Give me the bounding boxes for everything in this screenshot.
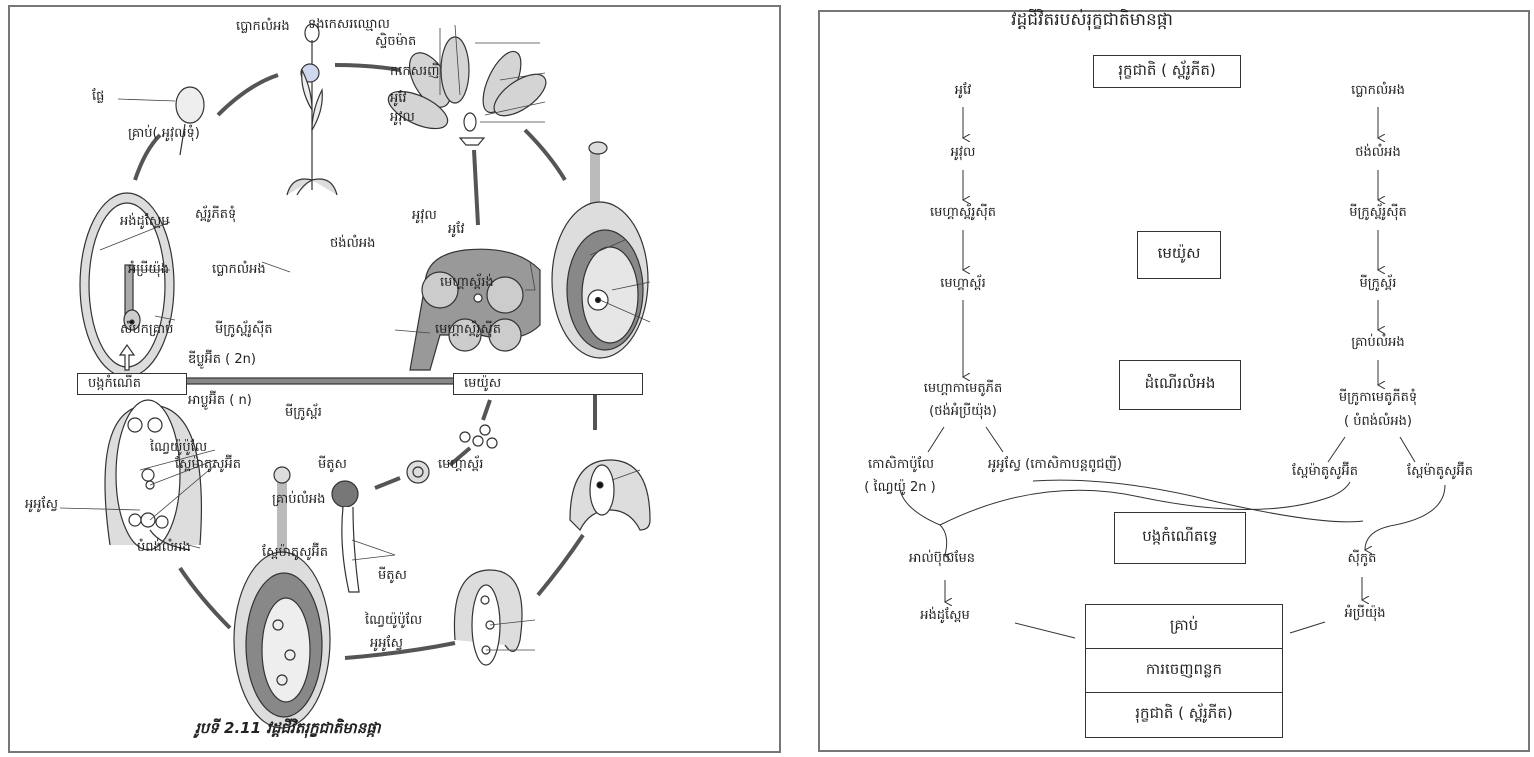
label-mitosis-b: មីតូស bbox=[378, 568, 407, 583]
female-step: មេហ្គាស្ព័រ bbox=[940, 276, 986, 291]
label-ovule: អូវុល bbox=[390, 110, 415, 125]
label-polar-cell: កោសិកាប៉ូលែ bbox=[867, 457, 935, 472]
megaspore-illustration bbox=[569, 459, 651, 532]
male-step: ថង់លំអង bbox=[1355, 145, 1401, 160]
label-stigma: ស្ទិចម៉ាត bbox=[375, 34, 417, 49]
label-embryo-right: អំប្រីយ៉ុង bbox=[1344, 606, 1386, 621]
embryo-sac-illustration bbox=[453, 569, 523, 666]
label-ovary-mid: អូវែ bbox=[448, 222, 465, 237]
label-sperm-a: ស្ពែម៉ាតូសូអ៊ីត bbox=[262, 545, 329, 560]
female-step: អូវែ bbox=[954, 83, 972, 98]
label-sperm-2: ស្ពែម៉ាតូសូអ៊ីត bbox=[1406, 464, 1474, 479]
label-anther: ប្លោកលំអង bbox=[236, 19, 290, 34]
cycle-arrows bbox=[118, 63, 597, 660]
label-polar-nuclei-a: ណ្វៃយ៉ូប៉ូលែ bbox=[150, 440, 208, 455]
label-embryo: អំប្រីយ៉ុង bbox=[128, 262, 170, 277]
microspores-illustration bbox=[331, 424, 498, 593]
male-step: មីក្រូស្ព័រ bbox=[1359, 276, 1397, 291]
label-microspore: មីក្រូស្ព័រ bbox=[285, 405, 322, 420]
male-step: មីក្រូកាមេតូភីតទុំ bbox=[1338, 390, 1418, 405]
female-step: មេហ្គាស្ព័រូស៊ីត bbox=[929, 205, 997, 220]
plant-illustration bbox=[286, 23, 338, 196]
result-stack: គ្រាប់ ការចេញពន្លក រុក្ខជាតិ ( ស្ព័រូភីត… bbox=[1085, 604, 1283, 738]
label-pollen-sac: ថង់លំអង bbox=[330, 236, 376, 251]
label-pollen-grain: គ្រាប់លំអង bbox=[272, 492, 326, 507]
generation-bar bbox=[184, 377, 456, 385]
label-haploid: អាប្លូអ៊ីត ( n) bbox=[188, 393, 252, 408]
label-polar-cell-note: ( ណ្វៃយ៉ូ 2n ) bbox=[864, 480, 936, 495]
result-sporophyte: រុក្ខជាតិ ( ស្ព័រូភីត) bbox=[1135, 704, 1233, 722]
male-step: ប្លោកលំអង bbox=[1351, 83, 1405, 98]
label-egg-b: អូអូស្វែ bbox=[370, 636, 404, 651]
male-step: មីក្រូស្ព័រូស៊ីត bbox=[1349, 205, 1407, 220]
label-sperm-1: ស្ពែម៉ាតូសូអ៊ីត bbox=[1291, 464, 1359, 479]
pollination-box: ដំណើរលំអង bbox=[1119, 360, 1241, 410]
female-step: អូវុល bbox=[950, 145, 976, 160]
male-step: គ្រាប់លំអង bbox=[1351, 335, 1405, 350]
meiosis-box: មេយ៉ូស bbox=[453, 373, 643, 395]
label-megaspore: មេហ្គាស្ព័រ bbox=[438, 457, 484, 472]
label-ovule-mid: អូវុល bbox=[412, 208, 437, 223]
figure-caption: រូបទី 2.11 វដ្តជីវិតរុក្ខជាតិមានផ្កា bbox=[195, 719, 381, 737]
fertilized-ovule-illustration bbox=[233, 466, 331, 729]
label-mature-sporophyte: ស្ព័រូភីតទុំ bbox=[195, 207, 237, 222]
flowchart-arrows bbox=[899, 107, 1446, 639]
label-sperm-b: ស្ពែម៉ាតូសូអ៊ីត bbox=[175, 457, 242, 472]
ovule-illustration bbox=[551, 141, 649, 359]
label-egg-a: អូអូស្វែ bbox=[25, 497, 59, 512]
double-fertilization-box: បង្កកំណើតទ្វេ bbox=[1114, 512, 1246, 564]
label-microsporocyte: មីក្រូស្ព័រូស៊ីត bbox=[215, 322, 273, 337]
meiosis-box-right: មេយ៉ូស bbox=[1137, 231, 1221, 279]
label-megasporocyte: មេហ្គាស្ព័រូស៊ីត bbox=[435, 322, 502, 337]
label-seed-coat: សំបកគ្រាប់ bbox=[120, 322, 174, 337]
label-endosperm: អង់ដូស្ពែម bbox=[120, 214, 170, 229]
label-diploid: ឌីប្លូអ៊ីត ( 2n) bbox=[188, 352, 256, 367]
label-filament: ទងកេសរឈ្មោល bbox=[308, 17, 390, 32]
fertilization-box: បង្កកំណើត bbox=[77, 373, 187, 395]
label-albumen: អាល់ប៊ុយមែន bbox=[908, 551, 976, 566]
label-polar-nuclei-b: ណ្វៃយ៉ូប៉ូលែ bbox=[365, 613, 423, 628]
double-fertilization-illustration bbox=[104, 399, 203, 551]
label-anther-mid: ប្លោកលំអង bbox=[212, 262, 266, 277]
flowchart-title: វដ្តជីវិតរបស់រុក្ខជាតិមានផ្កា bbox=[1011, 10, 1173, 30]
male-step-note: ( បំពង់លំអង) bbox=[1344, 414, 1412, 429]
label-seed: គ្រាប់( អូវុលទុំ) bbox=[128, 126, 200, 141]
sporophyte-box: រុក្ខជាតិ ( ស្ព័រូភីត) bbox=[1093, 55, 1241, 88]
label-pollen-tube: បំពង់លំអង bbox=[137, 540, 191, 555]
label-ovary: អូវែ bbox=[390, 91, 407, 106]
label-mitosis-a: មីតូស bbox=[318, 457, 347, 472]
flower-illustration bbox=[387, 36, 547, 146]
result-seed: គ្រាប់ bbox=[1086, 605, 1282, 649]
label-endosperm-right: អង់ដូស្ពែម bbox=[920, 608, 970, 623]
label-pistil: កកេសរញី bbox=[390, 64, 440, 79]
label-fruit: ផ្លែ bbox=[92, 89, 105, 104]
female-step: មេហ្គាកាមេតូភីត bbox=[923, 381, 1003, 396]
result-germination: ការចេញពន្លក bbox=[1086, 649, 1282, 693]
female-step-note: (ថង់អំប្រីយ៉ុង) bbox=[929, 404, 997, 419]
anther-cross-section-illustration bbox=[409, 248, 541, 371]
label-megasporangium: មេហ្គាស្ព័រង់ bbox=[440, 275, 494, 290]
seed-illustration bbox=[79, 192, 175, 378]
label-zygote: ស៊ីកូត bbox=[1347, 551, 1377, 566]
fruit-illustration bbox=[175, 86, 205, 156]
label-egg: អូអូស្វែ (កោសិកាបន្តពូជញី) bbox=[988, 457, 1122, 472]
